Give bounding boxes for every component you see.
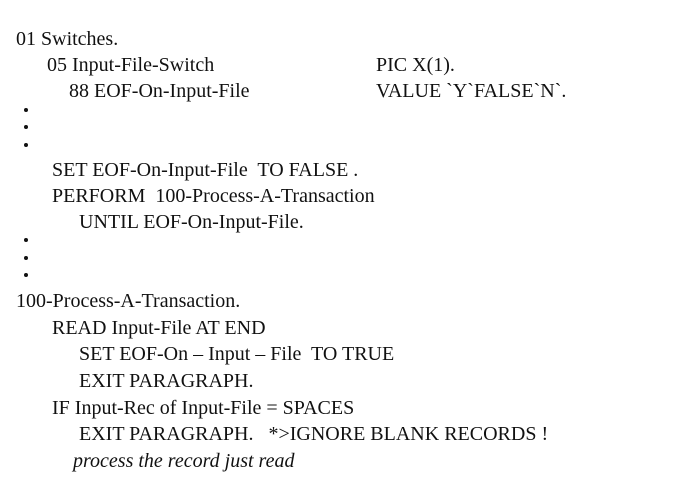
code-line-read: READ Input-File AT END	[52, 317, 266, 339]
code-line-88-value: VALUE `Y`FALSE`N`.	[376, 80, 567, 102]
code-line-88-name: 88 EOF-On-Input-File	[69, 80, 250, 102]
ellipsis-dot	[24, 108, 28, 112]
ellipsis-dot	[24, 143, 28, 147]
code-line-perform: PERFORM 100-Process-A-Transaction	[52, 185, 375, 207]
code-line-exit-paragraph-2: EXIT PARAGRAPH. *>IGNORE BLANK RECORDS !	[79, 423, 549, 445]
code-line-set-true: SET EOF-On – Input – File TO TRUE	[79, 343, 395, 365]
code-line-until: UNTIL EOF-On-Input-File.	[79, 211, 304, 233]
code-line-05-name: 05 Input-File-Switch	[47, 54, 215, 76]
code-line-01-switches: 01 Switches.	[16, 28, 119, 50]
ellipsis-dot	[24, 238, 28, 242]
code-line-paragraph-name: 100-Process-A-Transaction.	[16, 290, 241, 312]
code-line-exit-paragraph-1: EXIT PARAGRAPH.	[79, 370, 254, 392]
code-comment: process the record just read	[73, 450, 295, 472]
ellipsis-dot	[24, 273, 28, 277]
code-line-05-pic: PIC X(1).	[376, 54, 455, 76]
ellipsis-dot	[24, 256, 28, 260]
code-line-if: IF Input-Rec of Input-File = SPACES	[52, 397, 355, 419]
ellipsis-dot	[24, 125, 28, 129]
code-line-set-false: SET EOF-On-Input-File TO FALSE .	[52, 159, 359, 181]
